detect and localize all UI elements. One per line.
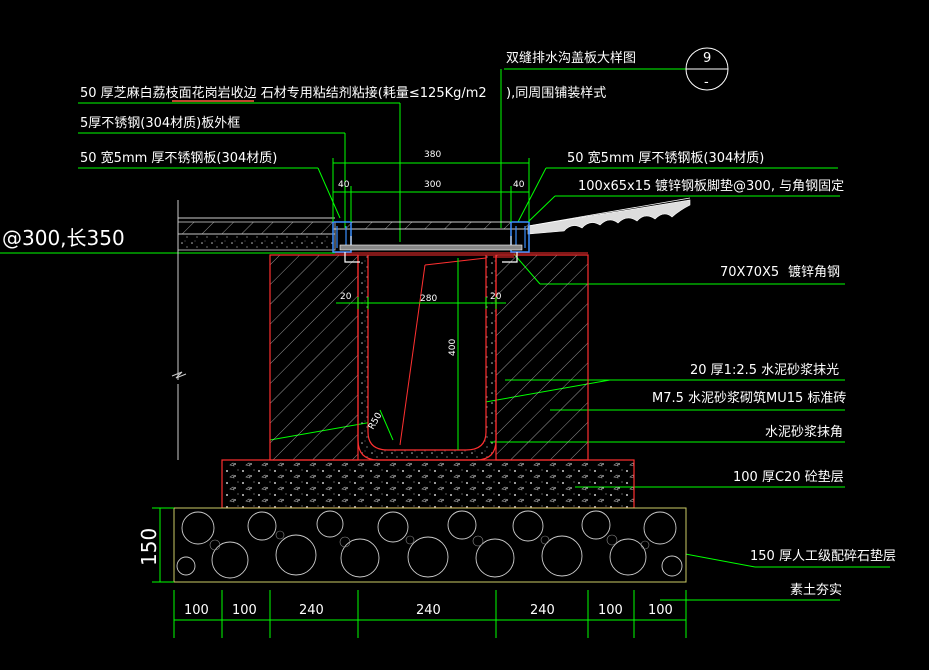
note-steel-frame: 5厚不锈钢(304材质)板外框 — [80, 116, 240, 131]
callout-number: 9 — [703, 51, 711, 66]
paving-left — [171, 200, 336, 460]
gravel-layer — [173, 507, 687, 583]
note-base-plate: 100x65x15 — [578, 179, 651, 194]
bottom-dims: 100 100 240 240 240 100 100 — [173, 590, 687, 638]
dim-bottom-4: 240 — [416, 603, 441, 618]
steel-cover — [332, 221, 530, 263]
left-brick-wall — [269, 254, 359, 461]
dim-bottom-6: 100 — [598, 603, 623, 618]
ground-right — [527, 197, 691, 235]
callout-group: 双缝排水沟盖板大样图 ),同周围铺装样式 9 - — [500, 47, 729, 228]
top-dims: 380 40 300 40 — [332, 150, 530, 222]
note-angle-steel-desc: 镀锌角钢 — [788, 264, 840, 280]
dim-top-right: 40 — [513, 180, 525, 190]
dim-wall-plaster-left: 20 — [340, 292, 352, 302]
dim-gravel-height: 150 — [137, 528, 161, 566]
dim-top-left: 40 — [338, 180, 350, 190]
dim-top-inner: 300 — [424, 180, 441, 190]
dim-channel-depth: 400 — [448, 339, 458, 356]
note-mortar-finish: 20 厚1:2.5 水泥砂浆抹光 — [690, 363, 839, 378]
note-base-plate-desc: 镀锌钢板脚垫@300, 与角钢固定 — [655, 178, 844, 194]
dim-bottom-5: 240 — [530, 603, 555, 618]
concrete-pad — [221, 459, 635, 509]
note-spacing: @300,长350 — [2, 226, 125, 250]
note-angle-steel: 70X70X5 — [720, 265, 779, 280]
note-stone-edge: 50 厚芝麻白荔枝面花岗岩收边 石材专用粘结剂粘接(耗量≤125Kg/m2 — [80, 85, 487, 101]
callout-sub: - — [704, 75, 709, 90]
callout-title-2: ),同周围铺装样式 — [506, 86, 606, 101]
note-brick: M7.5 水泥砂浆砌筑MU15 标准砖 — [652, 390, 846, 406]
note-soil: 素土夯实 — [790, 583, 842, 598]
left-notes: 50 厚芝麻白荔枝面花岗岩收边 石材专用粘结剂粘接(耗量≤125Kg/m2 5厚… — [0, 85, 487, 254]
dim-top-total: 380 — [424, 150, 441, 160]
dim-bottom-7: 100 — [648, 603, 673, 618]
dim-bottom-2: 100 — [232, 603, 257, 618]
note-mortar-corner: 水泥砂浆抹角 — [765, 425, 843, 440]
callout-title: 双缝排水沟盖板大样图 — [506, 51, 636, 66]
note-steel-plate-right: 50 宽5mm 厚不锈钢板(304材质) — [567, 150, 764, 166]
dim-bottom-3: 240 — [299, 603, 324, 618]
channel-walls — [269, 252, 589, 461]
slope-line — [399, 257, 487, 446]
dim-channel-width: 280 — [420, 294, 437, 304]
dim-wall-plaster-right: 20 — [490, 292, 502, 302]
height-dim: 150 — [137, 507, 174, 583]
note-steel-plate-left: 50 宽5mm 厚不锈钢板(304材质) — [80, 150, 277, 166]
note-concrete: 100 厚C20 砼垫层 — [733, 469, 844, 485]
right-brick-wall — [495, 254, 589, 461]
note-gravel: 150 厚人工级配碎石垫层 — [750, 548, 896, 564]
dim-bottom-1: 100 — [184, 603, 209, 618]
channel-interior — [367, 255, 487, 451]
